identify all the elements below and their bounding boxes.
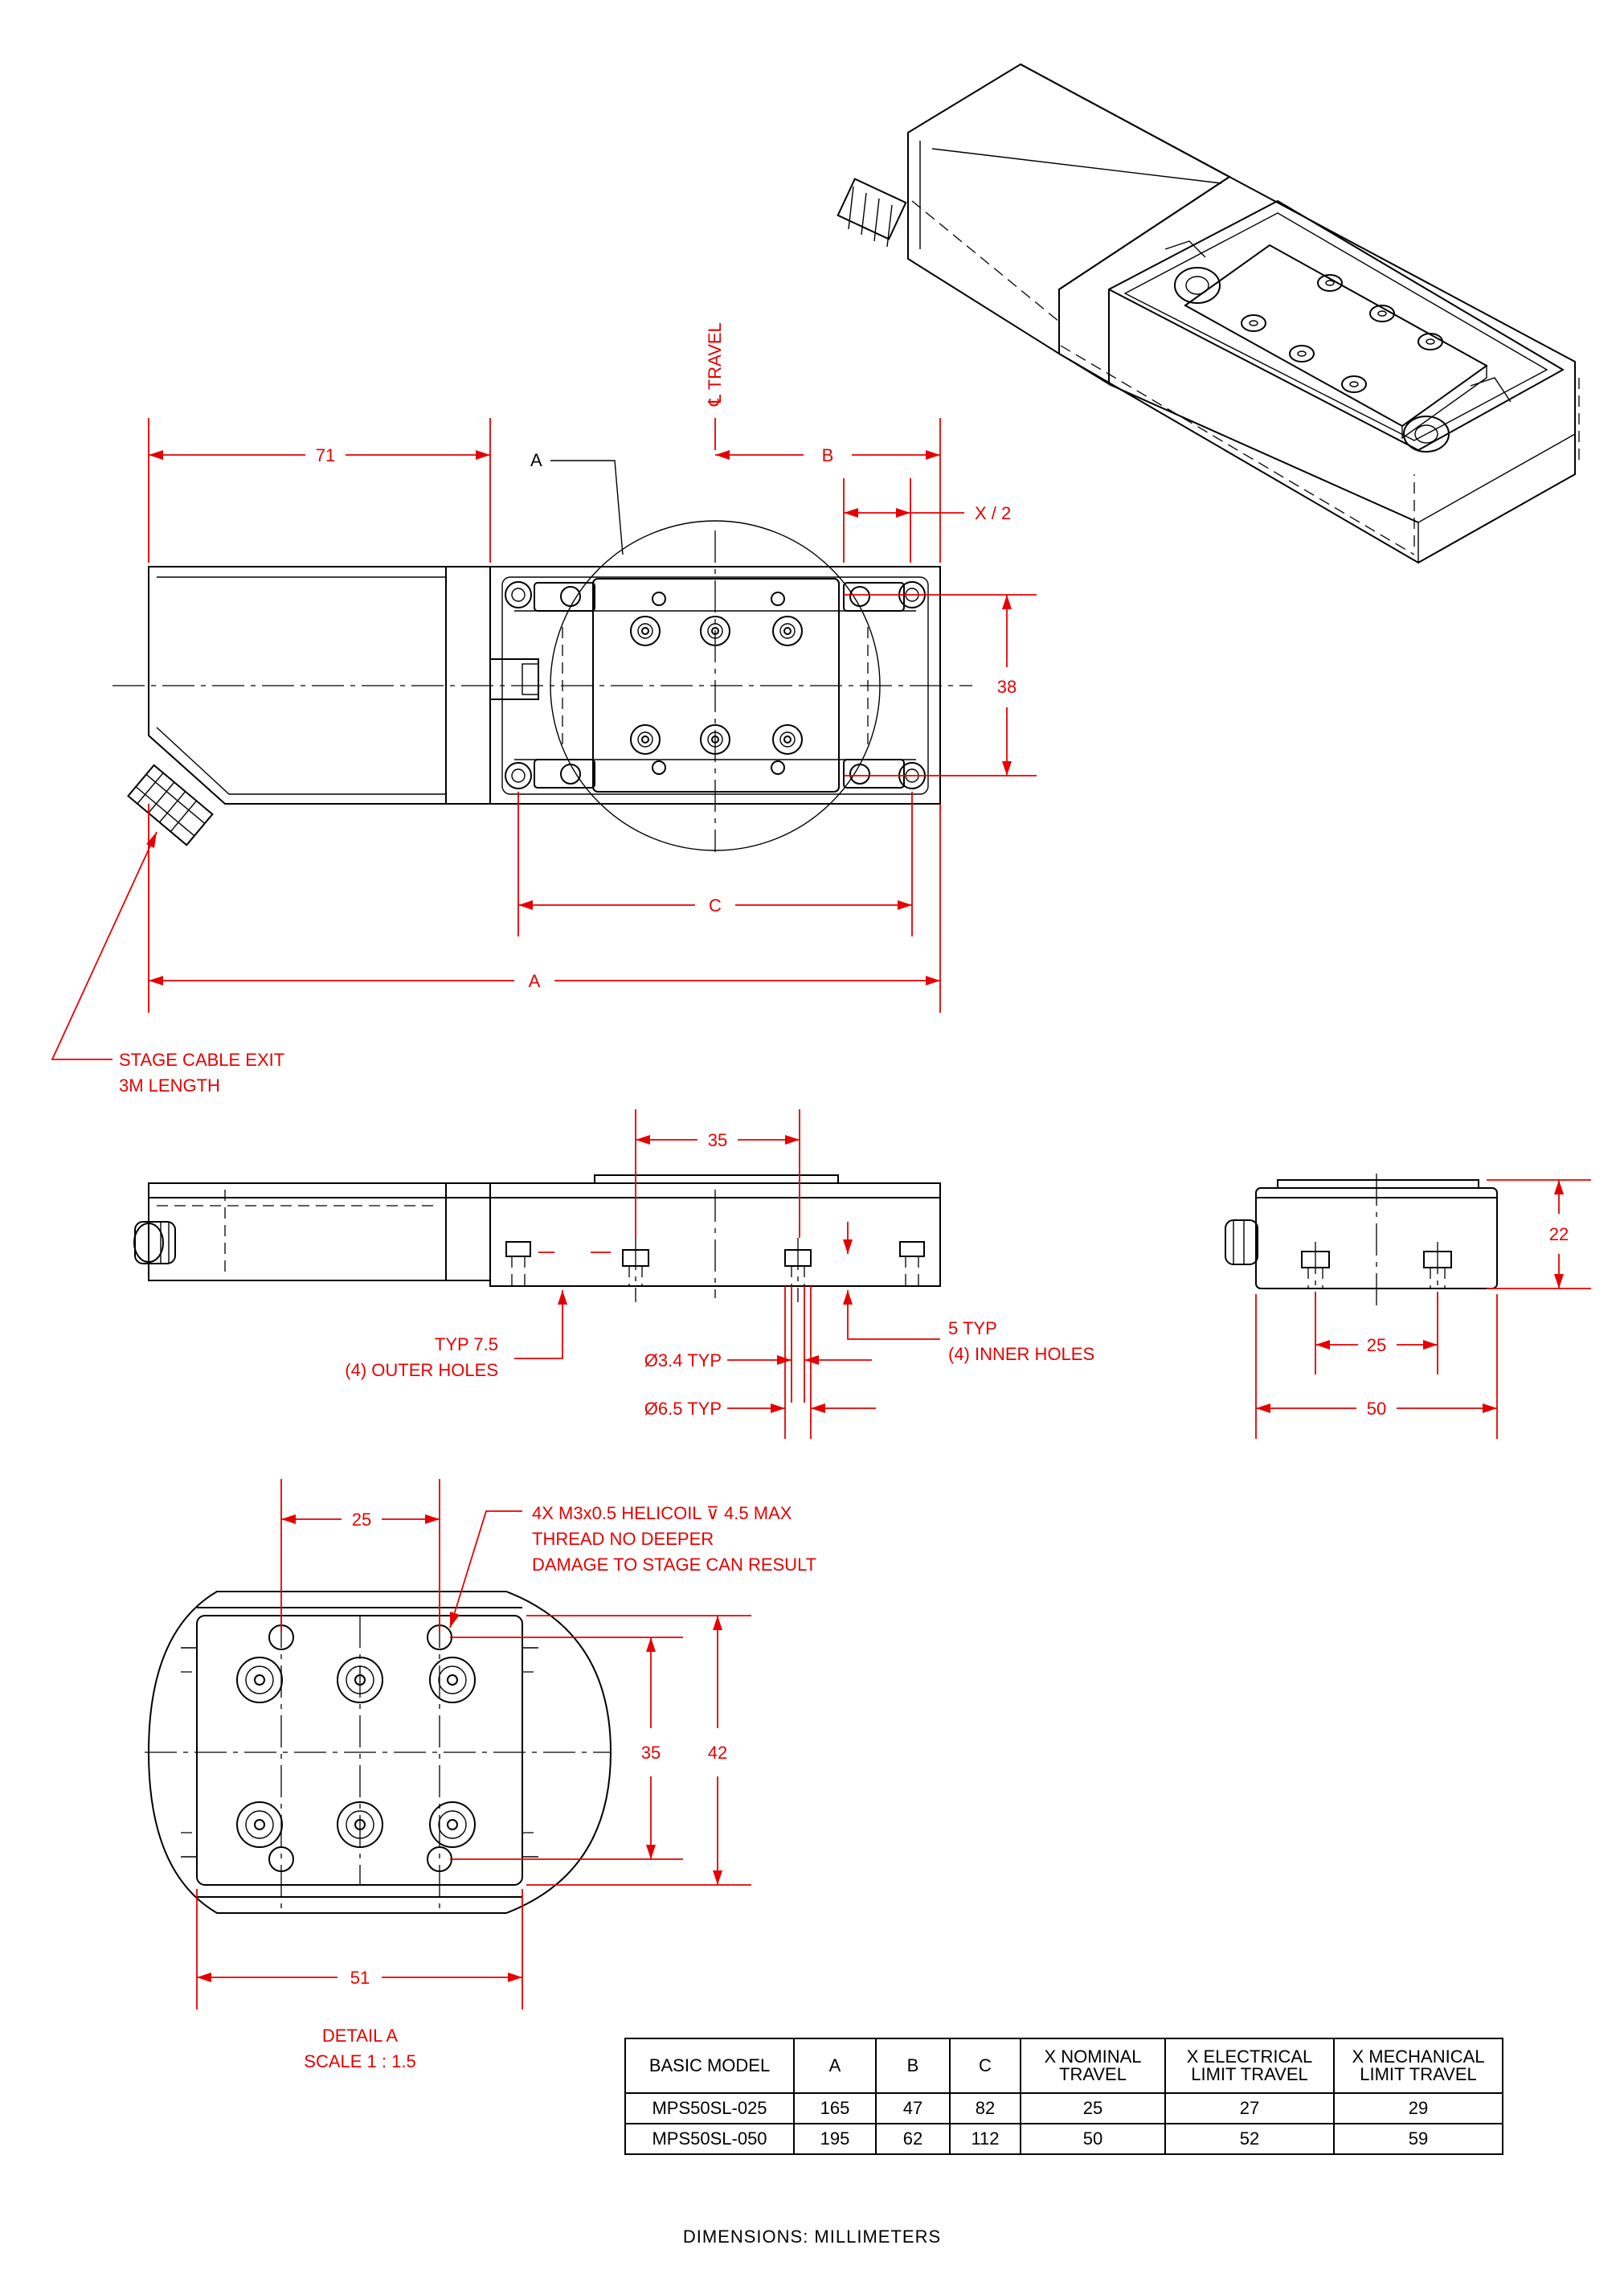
table-row: MPS50SL-050 195 62 112 50 52 59	[624, 2123, 1503, 2155]
table-header-cell: A	[793, 2038, 877, 2094]
table-header-cell: BASIC MODEL	[624, 2038, 795, 2094]
end-view	[1225, 1174, 1498, 1310]
detail-a-view	[145, 1591, 612, 1914]
table-header-cell: B	[875, 2038, 951, 2094]
table-cell: 82	[949, 2092, 1021, 2124]
dim-38-label: 38	[997, 677, 1017, 697]
table-cell: 47	[875, 2092, 951, 2124]
inner-holes-typ-label: 5 TYP	[948, 1318, 997, 1338]
dim-det-35-label: 35	[641, 1743, 661, 1763]
table-header-cell: X MECHANICAL LIMIT TRAVEL	[1333, 2038, 1503, 2094]
travel-centerline-label: ℄ TRAVEL	[705, 322, 725, 407]
table-header-cell: X NOMINAL TRAVEL	[1020, 2038, 1166, 2094]
table-row: MPS50SL-025 165 47 82 25 27 29	[624, 2092, 1503, 2124]
detail-a-dimensions: 25 4X M3x0.5 HELICOIL ⊽ 4.5 MAX THREAD N…	[196, 1479, 816, 2071]
table-cell: MPS50SL-050	[624, 2123, 795, 2155]
side-connector-icon	[133, 1221, 176, 1264]
table-cell: MPS50SL-025	[624, 2092, 795, 2124]
dim-end-50-label: 50	[1367, 1399, 1386, 1419]
dim-side-35-label: 35	[708, 1130, 727, 1150]
spec-table: BASIC MODEL A B C X NOMINAL TRAVEL X ELE…	[624, 2038, 1503, 2155]
top-view-dimensions: 71 ℄ TRAVEL B X / 2 38 C A A STAGE CABLE…	[51, 322, 1037, 1096]
dim-det-25-label: 25	[352, 1510, 371, 1530]
table-cell: 29	[1333, 2092, 1503, 2124]
dim-det-42-label: 42	[708, 1743, 727, 1763]
cable-exit-label: STAGE CABLE EXIT	[119, 1050, 284, 1070]
end-view-dimensions: 22 25 50	[1255, 1179, 1591, 1439]
table-header-cell: C	[949, 2038, 1021, 2094]
detail-title: DETAIL A	[322, 2026, 398, 2046]
table-cell: 195	[793, 2123, 877, 2155]
table-cell: 50	[1020, 2123, 1166, 2155]
end-connector-icon	[1225, 1219, 1258, 1265]
table-cell: 112	[949, 2123, 1021, 2155]
helicoil-spec-label: 4X M3x0.5 HELICOIL ⊽ 4.5 MAX	[532, 1503, 792, 1523]
top-view	[112, 520, 972, 852]
dim-end-22-label: 22	[1549, 1224, 1569, 1244]
units-note: DIMENSIONS: MILLIMETERS	[682, 2227, 942, 2247]
side-view-dimensions: 35 TYP 7.5 (4) OUTER HOLES 5 TYP (4) INN…	[345, 1109, 1094, 1439]
dim-a-label: A	[529, 971, 541, 991]
table-header-cell: X ELECTRICAL LIMIT TRAVEL	[1164, 2038, 1335, 2094]
table-cell: 25	[1020, 2092, 1166, 2124]
table-header-row: BASIC MODEL A B C X NOMINAL TRAVEL X ELE…	[624, 2038, 1503, 2094]
cable-connector-icon	[127, 764, 214, 846]
plate-hole-icon	[630, 592, 803, 775]
dim-b-label: B	[822, 445, 834, 465]
iso-cable-connector-icon	[837, 178, 907, 248]
table-cell: 52	[1164, 2123, 1335, 2155]
view-ref-label: A	[530, 450, 542, 470]
dim-det-51-label: 51	[350, 1968, 370, 1988]
dim-71-label: 71	[316, 445, 335, 465]
dim-c-label: C	[709, 895, 722, 916]
helicoil-warning-2-label: DAMAGE TO STAGE CAN RESULT	[532, 1555, 816, 1575]
inner-holes-count-label: (4) INNER HOLES	[948, 1344, 1094, 1364]
outer-holes-typ-label: TYP 7.5	[435, 1334, 498, 1354]
table-cell: 62	[875, 2123, 951, 2155]
dim-x2-label: X / 2	[975, 503, 1011, 523]
detail-scale: SCALE 1 : 1.5	[304, 2051, 415, 2071]
dia-large-label: Ø6.5 TYP	[644, 1399, 722, 1419]
table-cell: 165	[793, 2092, 877, 2124]
iso-plate-hole-icon	[1241, 274, 1443, 393]
dim-end-25-label: 25	[1367, 1335, 1386, 1355]
corner-hole-icon	[505, 581, 926, 789]
helicoil-warning-1-label: THREAD NO DEEPER	[532, 1529, 714, 1549]
side-view	[133, 1174, 941, 1302]
dia-small-label: Ø3.4 TYP	[644, 1350, 722, 1370]
isometric-view	[837, 63, 1580, 564]
table-cell: 27	[1164, 2092, 1335, 2124]
outer-holes-count-label: (4) OUTER HOLES	[345, 1360, 498, 1380]
table-cell: 59	[1333, 2123, 1503, 2155]
cable-length-label: 3M LENGTH	[119, 1075, 220, 1096]
